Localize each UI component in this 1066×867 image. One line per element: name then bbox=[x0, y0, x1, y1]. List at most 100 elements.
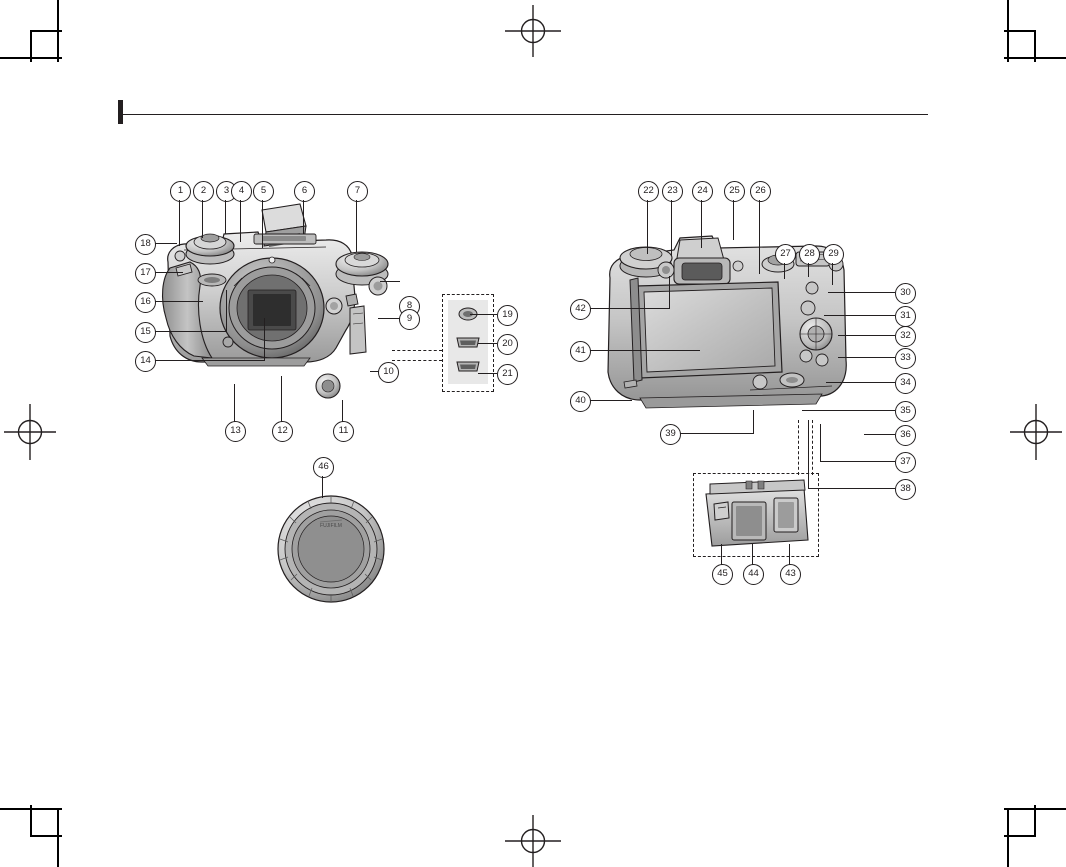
callout-12: 12 bbox=[272, 421, 293, 442]
leader-38 bbox=[808, 488, 895, 489]
leader-7 bbox=[356, 200, 357, 252]
leader-30 bbox=[828, 292, 895, 293]
leader-29 bbox=[832, 263, 833, 285]
callout-20: 20 bbox=[497, 334, 518, 355]
leader-6 bbox=[303, 200, 304, 234]
leader-10 bbox=[370, 371, 379, 372]
leader-21 bbox=[478, 373, 497, 374]
leader-39 bbox=[680, 433, 754, 434]
leader-14b bbox=[264, 318, 265, 361]
callout-23: 23 bbox=[662, 181, 683, 202]
callout-6: 6 bbox=[294, 181, 315, 202]
callout-39: 39 bbox=[660, 424, 681, 445]
crop-mark-tr-inner-v bbox=[1034, 30, 1036, 62]
callout-22: 22 bbox=[638, 181, 659, 202]
callout-4: 4 bbox=[231, 181, 252, 202]
callout-40: 40 bbox=[570, 391, 591, 412]
leader-41 bbox=[590, 350, 700, 351]
registration-mark-right bbox=[1010, 404, 1062, 460]
leader-42 bbox=[590, 308, 670, 309]
slot-detail-connector-right bbox=[812, 420, 813, 475]
callout-44: 44 bbox=[743, 564, 764, 585]
registration-mark-top bbox=[505, 5, 561, 57]
leader-11 bbox=[342, 400, 343, 422]
leader-36 bbox=[864, 434, 895, 435]
leader-3 bbox=[225, 200, 226, 234]
leader-12 bbox=[281, 376, 282, 422]
callout-33: 33 bbox=[895, 348, 916, 369]
leader-31 bbox=[824, 315, 895, 316]
leader-40 bbox=[590, 400, 632, 401]
leader-9 bbox=[378, 318, 400, 319]
leader-23 bbox=[671, 200, 672, 256]
leader-27 bbox=[784, 263, 785, 279]
leader-46 bbox=[322, 476, 323, 498]
camera-rear-view bbox=[607, 235, 847, 409]
callout-19: 19 bbox=[497, 305, 518, 326]
body-cap: FUJIFILM bbox=[277, 495, 385, 603]
camera-front-top-view bbox=[161, 203, 389, 399]
leader-8 bbox=[380, 281, 400, 282]
registration-mark-left bbox=[4, 404, 56, 460]
leader-39b bbox=[753, 410, 754, 434]
battery-card-slot-detail bbox=[705, 479, 809, 547]
leader-24 bbox=[701, 200, 702, 248]
leader-5 bbox=[262, 200, 263, 248]
slot-detail-box bbox=[693, 473, 819, 557]
callout-5: 5 bbox=[253, 181, 274, 202]
callout-31: 31 bbox=[895, 306, 916, 327]
callout-43: 43 bbox=[780, 564, 801, 585]
leader-35 bbox=[802, 410, 895, 411]
leader-14 bbox=[155, 360, 265, 361]
leader-34 bbox=[826, 382, 895, 383]
leader-17 bbox=[155, 272, 183, 273]
header-tab-mark bbox=[118, 100, 123, 124]
slot-detail-connector-left bbox=[798, 420, 799, 475]
callout-11: 11 bbox=[333, 421, 354, 442]
callout-24: 24 bbox=[692, 181, 713, 202]
crop-mark-tl-inner-h bbox=[30, 30, 62, 32]
callout-7: 7 bbox=[347, 181, 368, 202]
leader-18 bbox=[155, 243, 177, 244]
callout-32: 32 bbox=[895, 326, 916, 347]
camera-ports-detail bbox=[448, 300, 488, 384]
callout-38: 38 bbox=[895, 479, 916, 500]
callout-21: 21 bbox=[497, 364, 518, 385]
registration-mark-bottom bbox=[505, 815, 561, 867]
callout-41: 41 bbox=[570, 341, 591, 362]
callout-13: 13 bbox=[225, 421, 246, 442]
leader-37b bbox=[820, 424, 821, 462]
crop-mark-tr-inner-h bbox=[1004, 30, 1036, 32]
leader-25 bbox=[733, 200, 734, 240]
crop-mark-bl-v bbox=[57, 808, 59, 867]
leader-33 bbox=[838, 357, 895, 358]
svg-text:FUJIFILM: FUJIFILM bbox=[320, 523, 342, 529]
leader-2 bbox=[202, 200, 203, 238]
callout-16: 16 bbox=[135, 292, 156, 313]
callout-10: 10 bbox=[378, 362, 399, 383]
leader-16 bbox=[155, 301, 203, 302]
crop-mark-bl-inner-v bbox=[30, 805, 32, 837]
callout-18: 18 bbox=[135, 234, 156, 255]
leader-26 bbox=[759, 200, 760, 274]
callout-37: 37 bbox=[895, 452, 916, 473]
leader-13 bbox=[234, 384, 235, 422]
callout-27: 27 bbox=[775, 244, 796, 265]
callout-25: 25 bbox=[724, 181, 745, 202]
leader-22 bbox=[647, 200, 648, 254]
callout-29: 29 bbox=[823, 244, 844, 265]
crop-mark-br-v bbox=[1007, 808, 1009, 867]
callout-36: 36 bbox=[895, 425, 916, 446]
callout-1: 1 bbox=[170, 181, 191, 202]
callout-28: 28 bbox=[799, 244, 820, 265]
callout-17: 17 bbox=[135, 263, 156, 284]
leader-15b bbox=[226, 290, 227, 332]
leader-1 bbox=[179, 200, 180, 246]
callout-9: 9 bbox=[399, 309, 420, 330]
callout-45: 45 bbox=[712, 564, 733, 585]
callout-2: 2 bbox=[193, 181, 214, 202]
ports-detail-connector-bottom bbox=[392, 360, 442, 361]
leader-45 bbox=[721, 544, 722, 565]
callout-34: 34 bbox=[895, 373, 916, 394]
